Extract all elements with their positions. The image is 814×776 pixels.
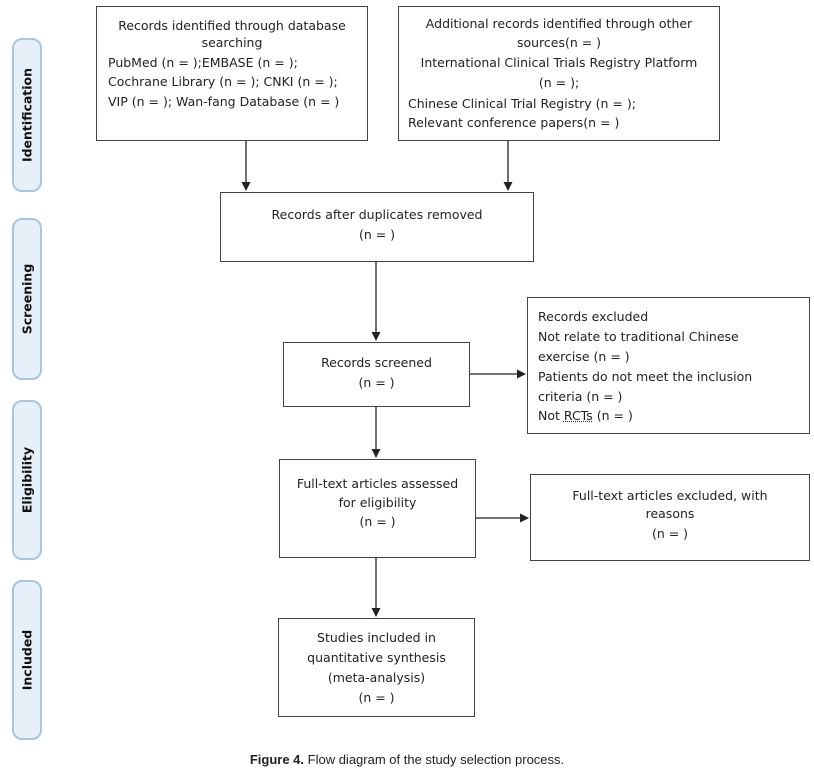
database-title-2: searching [201,35,263,50]
other-line-4: (n = ); [538,75,580,90]
other-line-3: International Clinical Trials Registry P… [420,55,698,70]
records-screened-box [283,342,470,407]
included-line-3: (meta-analysis) [327,670,426,685]
duplicates-removed-box [220,192,534,262]
included-line-4: (n = ) [358,690,395,705]
phase-included: Included [12,580,42,740]
excluded-line-6b: RCTs [563,408,593,423]
figure-caption-text: Flow diagram of the study selection proc… [304,752,565,767]
excluded-line-6: Not RCTs (n = ) [538,408,633,425]
other-line-1: Additional records identified through ot… [425,16,693,31]
excluded-line-6a: Not [538,408,564,423]
duplicates-line-2: (n = ) [358,227,396,242]
fulltext-line-2: for eligibility [338,495,417,510]
database-line-2: Cochrane Library (n = ); CNKI (n = ); [108,74,338,89]
fulltext-excluded-line-1: Full-text articles excluded, with [572,488,768,503]
figure-caption: Figure 4. Flow diagram of the study sele… [0,752,814,767]
figure-caption-label: Figure 4. [249,752,305,767]
database-records-box [96,6,368,141]
screened-line-1: Records screened [321,355,432,370]
excluded-line-3: exercise (n = ) [538,349,630,364]
phase-eligibility: Eligibility [12,400,42,560]
fulltext-excluded-box [530,474,810,561]
fulltext-excluded-line-2: reasons [645,506,695,521]
other-line-6: Relevant conference papers(n = ) [408,115,620,130]
database-title-1: Records identified through database [118,18,346,33]
excluded-line-1: Records excluded [538,309,649,324]
included-line-2: quantitative synthesis [307,650,446,665]
studies-included-box [278,618,475,717]
phase-screening: Screening [12,218,42,380]
excluded-line-4: Patients do not meet the inclusion [538,369,753,384]
excluded-line-2: Not relate to traditional Chinese [538,329,739,344]
duplicates-line-1: Records after duplicates removed [271,207,483,222]
records-excluded-box [527,297,810,434]
included-line-1: Studies included in [317,630,436,645]
fulltext-assessed-box [279,459,476,558]
fulltext-line-1: Full-text articles assessed [296,476,459,491]
other-sources-box [398,6,720,141]
other-line-5: Chinese Clinical Trial Registry (n = ); [408,96,636,111]
excluded-line-6c: (n = ) [592,408,633,423]
fulltext-excluded-line-3: (n = ) [651,526,689,541]
excluded-line-5: criteria (n = ) [538,389,623,404]
fulltext-line-3: (n = ) [359,514,396,529]
database-line-1: PubMed (n = );EMBASE (n = ); [108,55,298,70]
phase-identification: Identification [12,38,42,192]
database-line-3: VIP (n = ); Wan-fang Database (n = ) [108,94,340,109]
other-line-2: sources(n = ) [516,35,602,50]
screened-line-2: (n = ) [358,375,395,390]
